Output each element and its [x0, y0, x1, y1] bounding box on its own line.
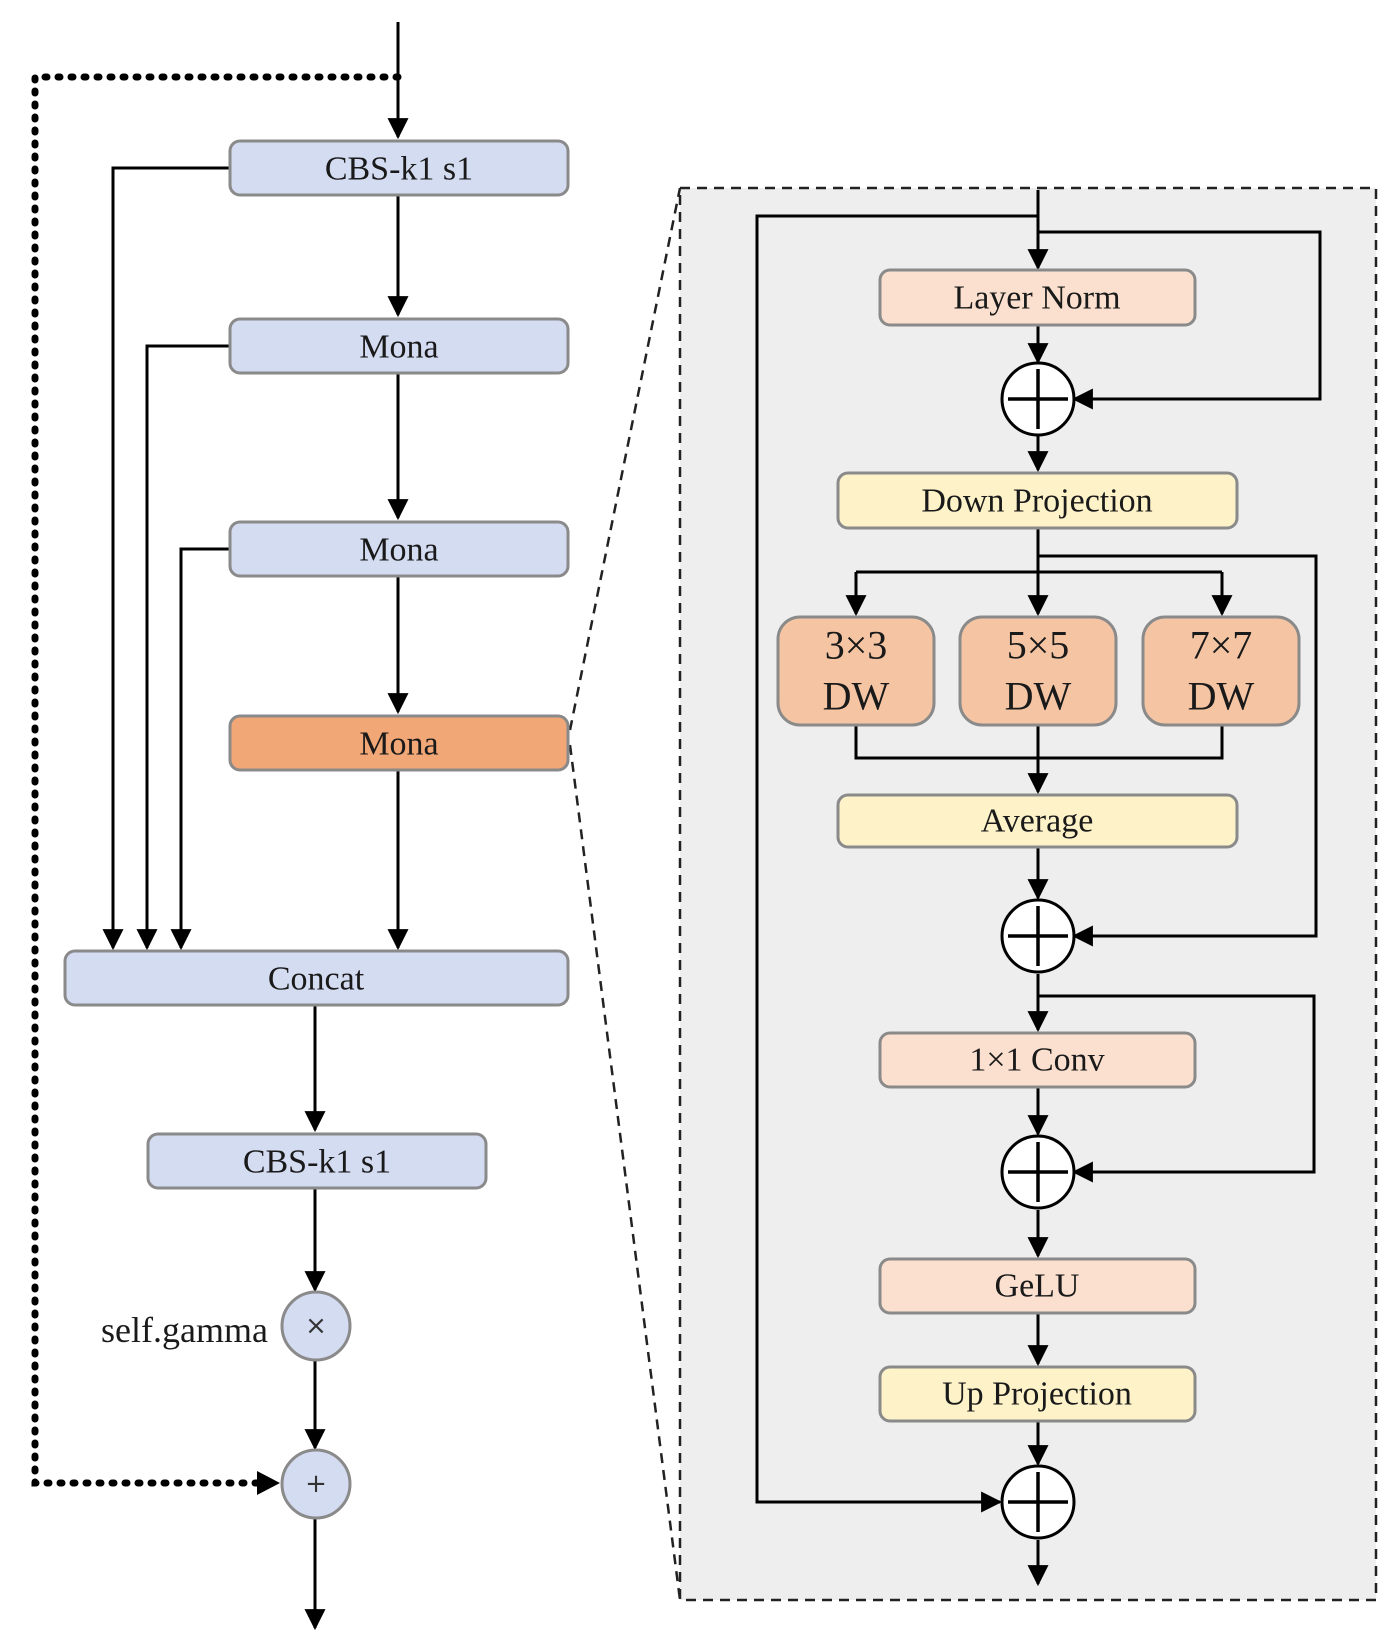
dw-conv-3x3-kernel: 3×3 — [825, 623, 888, 668]
dotted-residual-connection — [31, 73, 402, 1487]
dotted-residual-arrowhead — [257, 1471, 280, 1495]
sum-node-3 — [1000, 1134, 1076, 1210]
average-block: Average — [836, 793, 1239, 849]
concat-block-label: Concat — [268, 961, 365, 998]
dw-conv-5x5-block: 5×5 DW — [958, 615, 1118, 727]
conv-1x1-label: 1×1 Conv — [969, 1042, 1104, 1079]
cbs-block-bottom: CBS-k1 s1 — [146, 1132, 488, 1190]
dw-conv-5x5-type: DW — [1005, 674, 1072, 719]
mona-detail-wires — [755, 190, 1322, 1587]
mona-block-highlighted: Mona — [228, 714, 570, 772]
multiply-symbol: × — [305, 1311, 327, 1341]
conv-1x1-block: 1×1 Conv — [878, 1031, 1197, 1089]
cbs-block-top: CBS-k1 s1 — [228, 139, 570, 197]
cbs-block-top-label: CBS-k1 s1 — [325, 151, 473, 188]
gelu-label: GeLU — [995, 1268, 1080, 1305]
dw-conv-7x7-kernel: 7×7 — [1190, 623, 1253, 668]
mona-block-1: Mona — [228, 317, 570, 375]
multiply-node: × — [280, 1290, 352, 1362]
layer-norm-block: Layer Norm — [878, 268, 1197, 327]
mona-block-2: Mona — [228, 520, 570, 578]
average-label: Average — [981, 803, 1094, 840]
sum-node-2 — [1000, 898, 1076, 974]
zoom-line-bottom — [568, 744, 682, 1601]
sum-node-output — [1000, 1464, 1076, 1540]
down-projection-block: Down Projection — [836, 471, 1239, 530]
dw-conv-3x3-type: DW — [823, 674, 890, 719]
add-node: + — [280, 1448, 352, 1520]
zoom-line-top — [568, 187, 682, 731]
layer-norm-label: Layer Norm — [953, 280, 1120, 317]
mona-block-highlighted-label: Mona — [359, 726, 438, 763]
left-flow-wires — [102, 22, 409, 1631]
dw-conv-7x7-type: DW — [1188, 674, 1255, 719]
mona-block-1-label: Mona — [359, 329, 438, 366]
mona-block-2-label: Mona — [359, 532, 438, 569]
sum-node-1 — [1000, 361, 1076, 437]
up-projection-label: Up Projection — [942, 1376, 1132, 1413]
dw-conv-7x7-block: 7×7 DW — [1141, 615, 1301, 727]
down-projection-label: Down Projection — [921, 483, 1152, 520]
dw-conv-5x5-kernel: 5×5 — [1007, 623, 1070, 668]
up-projection-block: Up Projection — [878, 1365, 1197, 1423]
concat-block: Concat — [63, 949, 570, 1007]
add-symbol: + — [305, 1469, 327, 1499]
gelu-block: GeLU — [878, 1257, 1197, 1315]
dw-conv-3x3-block: 3×3 DW — [776, 615, 936, 727]
gamma-label: self.gamma — [101, 1310, 268, 1350]
cbs-block-bottom-label: CBS-k1 s1 — [243, 1144, 391, 1181]
